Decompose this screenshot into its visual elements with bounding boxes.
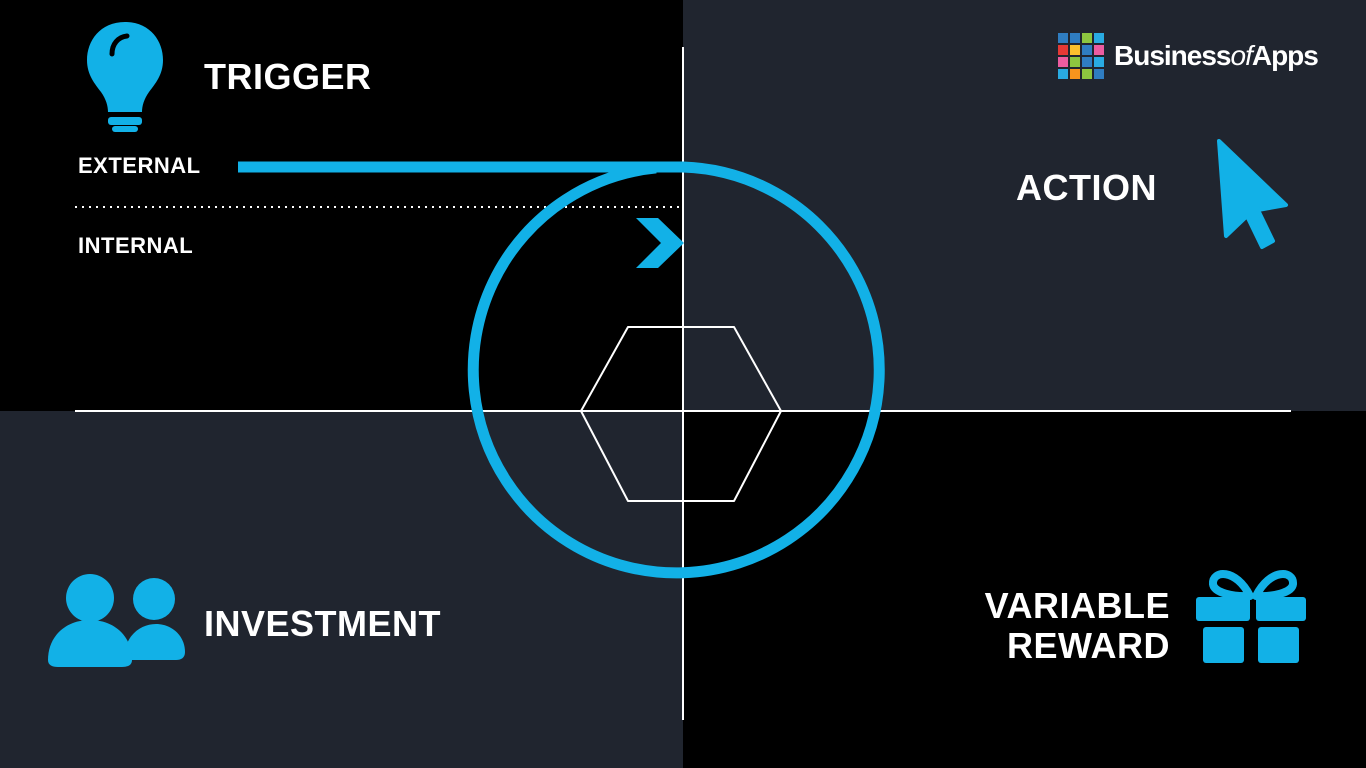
investment-title: INVESTMENT bbox=[204, 603, 442, 644]
logo-wordmark: BusinessofApps bbox=[1114, 40, 1319, 72]
variable-reward-title: VARIABLE REWARD bbox=[940, 586, 1170, 666]
logo-tile bbox=[1070, 45, 1080, 55]
logo-tile bbox=[1058, 45, 1068, 55]
lightbulb-icon bbox=[87, 22, 163, 132]
logo-tile bbox=[1082, 69, 1092, 79]
logo-tile bbox=[1070, 57, 1080, 67]
gift-icon bbox=[1196, 570, 1306, 663]
cycle-arrowhead bbox=[636, 218, 684, 268]
logo-tile bbox=[1094, 33, 1104, 43]
logo-tile bbox=[1094, 57, 1104, 67]
brand-logo: BusinessofApps bbox=[1058, 31, 1319, 81]
logo-tile bbox=[1082, 45, 1092, 55]
cursor-icon bbox=[1217, 139, 1288, 249]
logo-word-business: Business bbox=[1114, 40, 1231, 71]
variable-reward-line2: REWARD bbox=[1007, 625, 1170, 666]
logo-tile bbox=[1094, 69, 1104, 79]
logo-tile bbox=[1094, 45, 1104, 55]
logo-mark bbox=[1058, 33, 1104, 79]
logo-tile bbox=[1082, 57, 1092, 67]
external-trigger-label: EXTERNAL bbox=[78, 153, 201, 178]
quadrant-reward bbox=[683, 411, 1366, 768]
logo-word-of: of bbox=[1230, 40, 1253, 71]
variable-reward-line1: VARIABLE bbox=[984, 585, 1170, 626]
logo-word-apps: Apps bbox=[1251, 40, 1319, 71]
external-trigger-line bbox=[238, 161, 885, 579]
logo-tile bbox=[1082, 33, 1092, 43]
action-title: ACTION bbox=[1016, 167, 1157, 208]
logo-tile bbox=[1058, 57, 1068, 67]
trigger-title: TRIGGER bbox=[204, 56, 372, 97]
hexagon bbox=[580, 326, 782, 502]
logo-tile bbox=[1070, 33, 1080, 43]
logo-tile bbox=[1058, 33, 1068, 43]
internal-trigger-label: INTERNAL bbox=[78, 233, 194, 258]
logo-tile bbox=[1070, 69, 1080, 79]
users-icon bbox=[48, 570, 185, 667]
logo-tile bbox=[1058, 69, 1068, 79]
